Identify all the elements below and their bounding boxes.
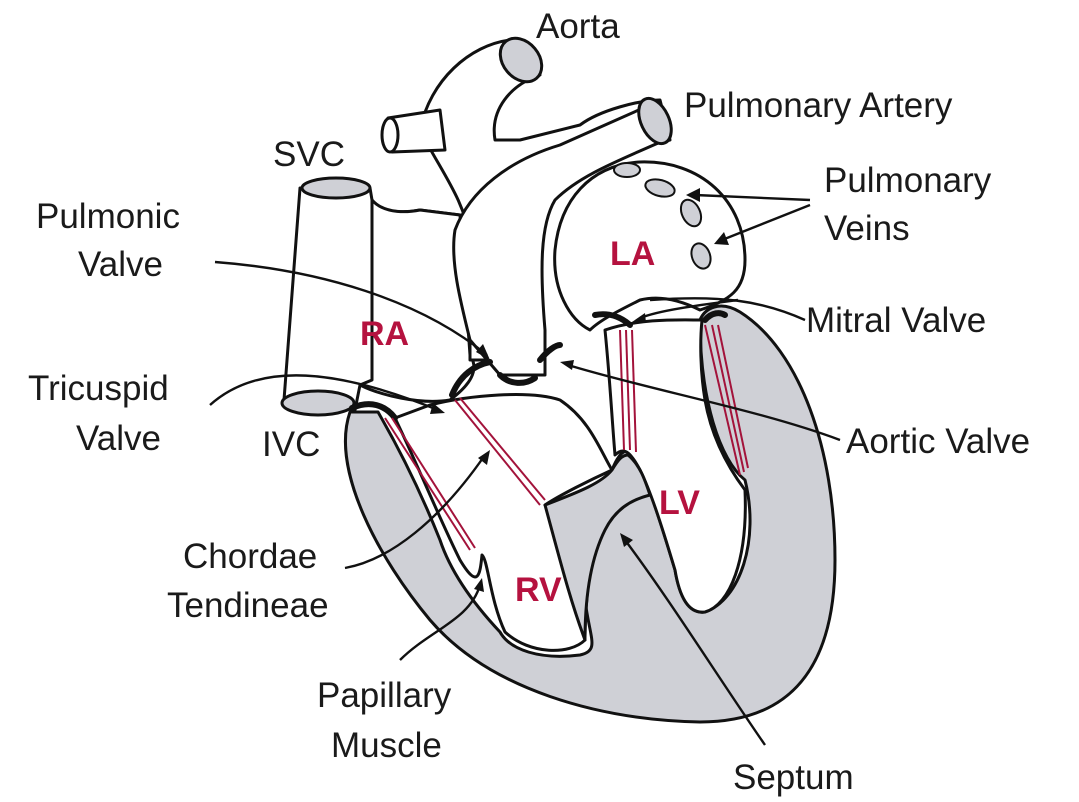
label-pulmonic-valve-1: Pulmonic xyxy=(36,197,180,236)
label-mitral-valve: Mitral Valve xyxy=(806,301,986,340)
svc-opening xyxy=(302,178,370,198)
aortic-branch-opening xyxy=(382,118,398,152)
chamber-rv: RV xyxy=(515,571,562,609)
chamber-la: LA xyxy=(610,235,655,273)
label-septum: Septum xyxy=(733,758,854,797)
chamber-lv: LV xyxy=(659,484,700,522)
label-ivc: IVC xyxy=(262,425,320,464)
label-tricuspid-valve-1: Tricuspid xyxy=(28,369,169,408)
label-svc: SVC xyxy=(273,135,345,174)
label-pulmonic-valve-2: Valve xyxy=(78,245,163,284)
mitral-arrowhead xyxy=(632,313,646,323)
label-papillary-2: Muscle xyxy=(331,726,442,765)
label-chordae-2: Tendineae xyxy=(167,586,329,625)
label-chordae-1: Chordae xyxy=(183,537,317,576)
pulmonary-vein-1 xyxy=(614,163,640,177)
label-pulmonary-veins-1: Pulmonary xyxy=(824,161,992,200)
aortic-arrowhead xyxy=(560,360,574,370)
papillary-arrowhead xyxy=(474,578,484,592)
label-papillary-1: Papillary xyxy=(317,676,452,715)
label-aortic-valve: Aortic Valve xyxy=(846,422,1030,461)
label-tricuspid-valve-2: Valve xyxy=(76,419,161,458)
label-aorta: Aorta xyxy=(536,7,620,46)
ivc-opening xyxy=(282,391,354,415)
chamber-ra: RA xyxy=(360,315,409,353)
label-pulmonary-artery: Pulmonary Artery xyxy=(684,86,953,125)
label-pulmonary-veins-2: Veins xyxy=(824,209,910,248)
